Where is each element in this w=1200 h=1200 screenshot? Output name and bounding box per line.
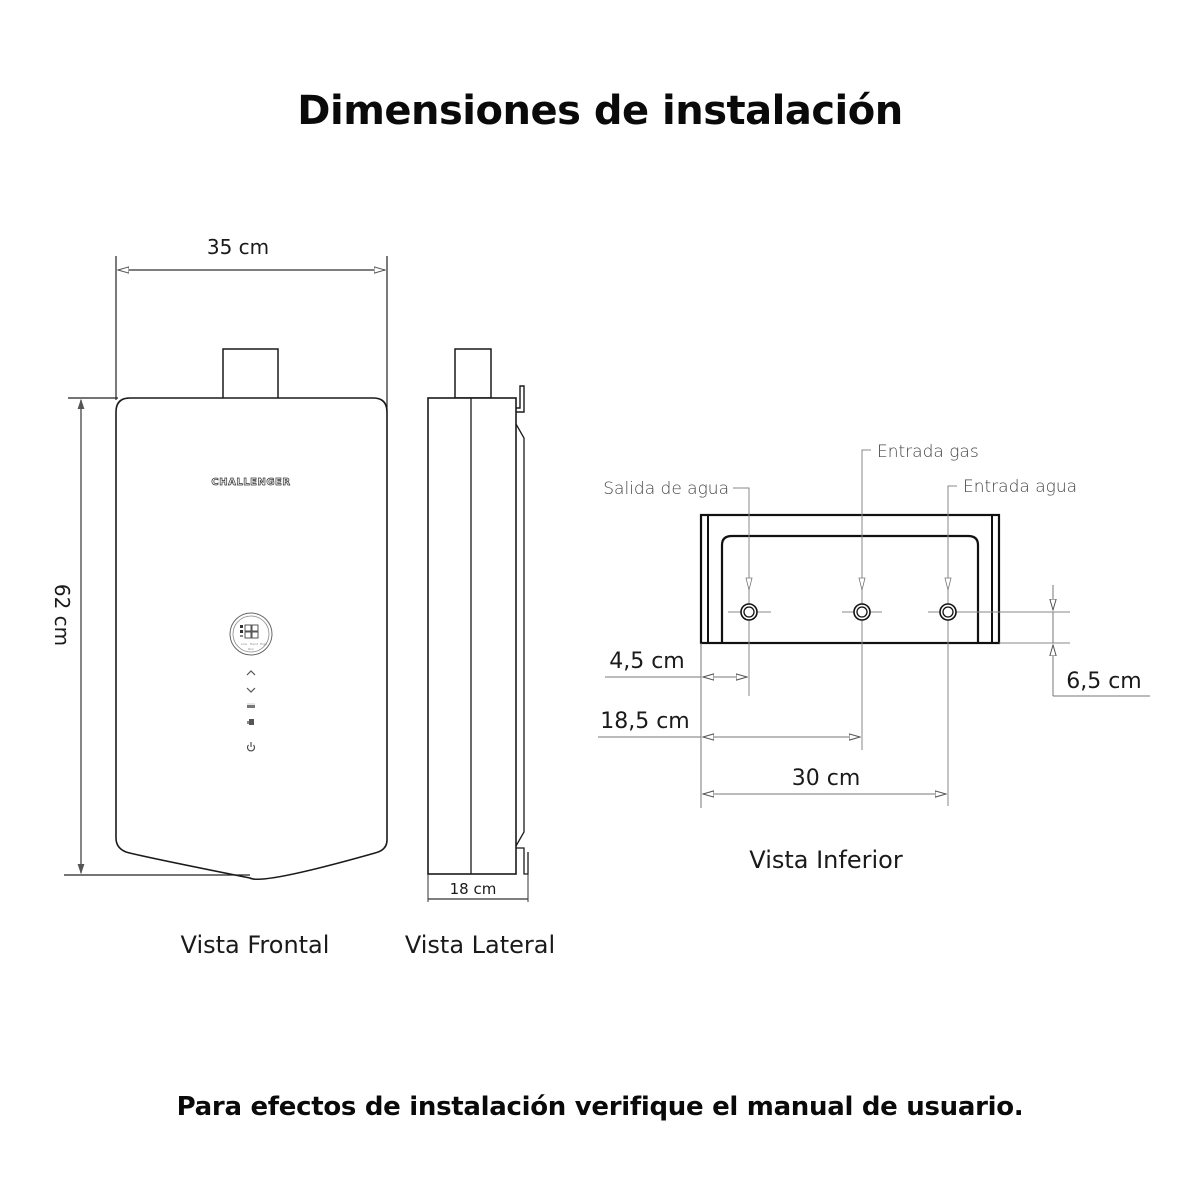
dim-6-5cm: 6,5 cm	[1066, 669, 1142, 694]
gas-inlet-port	[842, 603, 882, 621]
page-title: Dimensiones de instalación	[297, 88, 903, 134]
side-view: 18 cm Vista Lateral	[405, 348, 555, 959]
dim-4-5cm: 4,5 cm	[609, 649, 685, 674]
callout-entrada-agua: Entrada agua	[963, 477, 1077, 497]
footer-note: Para efectos de instalación verifique el…	[176, 1092, 1024, 1122]
front-view: 35 cm 62 cm CHALLENGER Low Hand High Run	[50, 235, 388, 959]
shower-mode-icon[interactable]	[247, 719, 254, 725]
front-height-dim: 62 cm	[50, 584, 74, 646]
flue-outlet	[222, 348, 279, 400]
front-view-label: Vista Frontal	[181, 931, 330, 959]
water-inlet-port	[928, 603, 1070, 621]
svg-text:Low: Low	[241, 642, 247, 646]
svg-text:High: High	[260, 642, 267, 646]
power-icon[interactable]	[246, 742, 256, 752]
chevron-up-icon[interactable]	[246, 670, 256, 676]
callout-entrada-gas: Entrada gas	[877, 442, 979, 462]
svg-text:Run: Run	[248, 647, 254, 651]
side-depth-dim: 18 cm	[450, 880, 497, 898]
callout-salida-agua: Salida de agua	[603, 479, 729, 499]
control-display: Low Hand High Run	[229, 612, 273, 656]
bottom-view-label: Vista Inferior	[749, 846, 903, 874]
dim-30cm: 30 cm	[792, 766, 861, 791]
front-width-dim: 35 cm	[207, 235, 269, 259]
heat-mode-icon[interactable]	[247, 703, 255, 708]
chevron-down-icon[interactable]	[246, 687, 256, 693]
dim-18-5cm: 18,5 cm	[600, 709, 690, 734]
challenger-logo: CHALLENGER	[211, 477, 290, 488]
svg-text:Hand: Hand	[250, 642, 258, 646]
water-outlet-port	[728, 603, 771, 621]
bottom-view: Salida de agua Entrada gas Entrada agua …	[598, 442, 1150, 874]
side-view-label: Vista Lateral	[405, 931, 555, 959]
